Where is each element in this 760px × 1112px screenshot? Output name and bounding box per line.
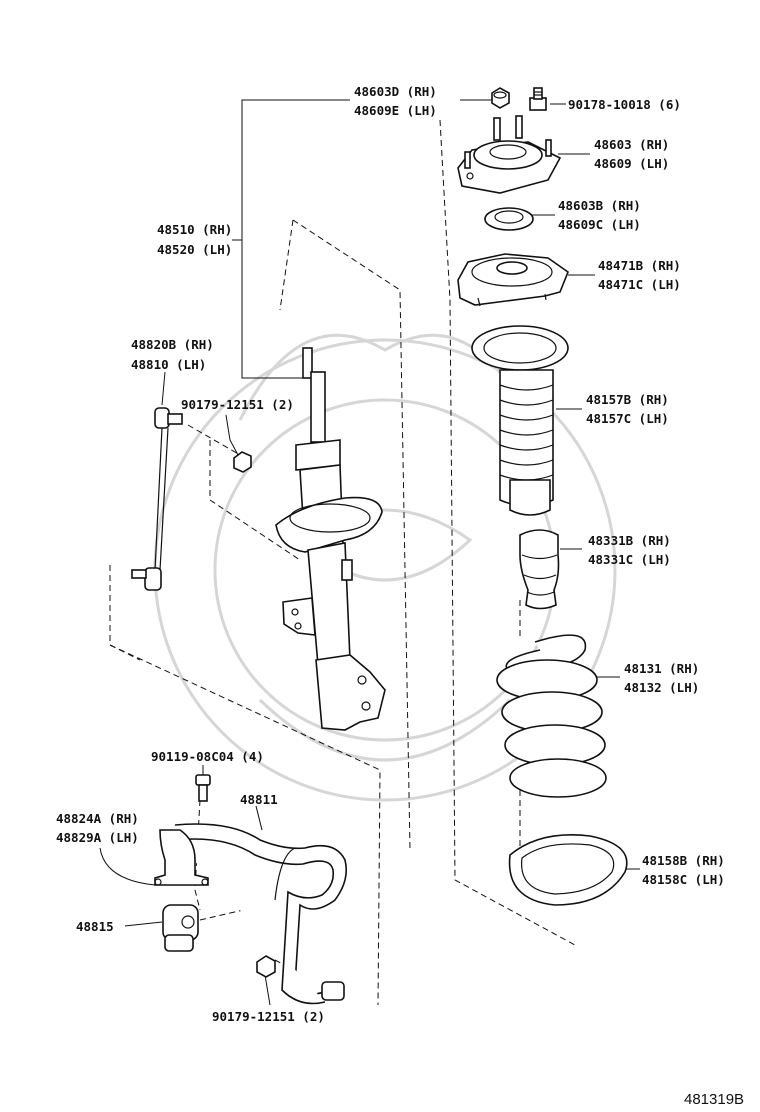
label-nut-lh: 48609E (LH) [354,103,437,118]
label-spring-lh: 48132 (LH) [624,680,699,695]
link-nut-icon [233,451,252,473]
label-stabilizer: 48811 [240,792,278,807]
label-stab-nut: 90179-12151 (2) [212,1009,325,1024]
label-bush-bolt: 90119-08C04 (4) [151,749,264,764]
label-bearing-lh: 48609C (LH) [558,217,641,232]
label-bolt: 90178-10018 (6) [568,97,681,112]
stabilizer-bar-icon [174,823,348,1005]
stabilizer-link-icon [131,407,183,591]
lower-insulator-icon [508,834,628,906]
label-bush: 48815 [76,919,114,934]
stabilizer-nut-icon [256,955,345,1001]
leader-lines [99,99,640,1006]
strut-assembly-icon [275,347,386,731]
label-support-rh: 48603 (RH) [594,137,669,152]
label-strut-rh: 48510 (RH) [157,222,232,237]
bump-stopper-icon [519,529,560,610]
label-nut-rh: 48603D (RH) [354,84,437,99]
stabilizer-bush-icon [162,904,199,952]
label-spring-rh: 48131 (RH) [624,661,699,676]
support-bearing-icon [484,207,534,231]
label-bracket-rh: 48824A (RH) [56,811,139,826]
label-bearing-rh: 48603B (RH) [558,198,641,213]
label-bumper-lh: 48331C (LH) [588,552,671,567]
label-link-rh: 48820B (RH) [131,337,214,352]
label-boot-lh: 48157C (LH) [586,411,669,426]
label-insulator-rh: 48158B (RH) [642,853,725,868]
upper-spring-seat-icon [457,253,569,307]
strut-support-icon [457,115,562,194]
label-strut-lh: 48520 (LH) [157,242,232,257]
coil-spring-icon [496,634,607,798]
bush-bolt-icon [195,774,211,802]
bracket-icon [154,829,209,886]
label-insulator-lh: 48158C (LH) [642,872,725,887]
label-link-lh: 48810 (LH) [131,357,206,372]
label-seat-upper-lh: 48471C (LH) [598,277,681,292]
label-support-lh: 48609 (LH) [594,156,669,171]
mount-bolt-icon [529,87,547,111]
strut-nut-icon [491,87,510,109]
dust-boot-icon [471,325,569,516]
diagram-code: 481319B [684,1091,744,1108]
label-boot-rh: 48157B (RH) [586,392,669,407]
label-link-nut: 90179-12151 (2) [181,397,294,412]
label-bumper-rh: 48331B (RH) [588,533,671,548]
label-bracket-lh: 48829A (LH) [56,830,139,845]
label-seat-upper-rh: 48471B (RH) [598,258,681,273]
